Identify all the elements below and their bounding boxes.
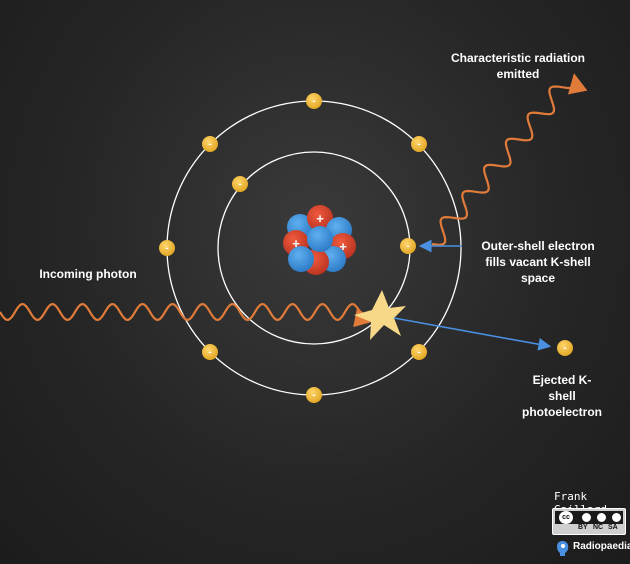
- neutron: [288, 246, 314, 272]
- electron: [411, 136, 427, 152]
- electron-sign: -: [563, 343, 566, 354]
- electron: [202, 136, 218, 152]
- characteristic-radiation-label: Characteristic radiation emitted: [450, 51, 586, 81]
- outer-shell-label: Outer-shell electron fills vacant K-shel…: [481, 239, 595, 285]
- sharealike-icon: [611, 512, 622, 523]
- electron: [232, 176, 248, 192]
- license-tag-nc: NC: [593, 524, 604, 531]
- attribution-icon: [581, 512, 592, 523]
- proton-sign: +: [292, 236, 300, 251]
- license-tag-by: BY: [578, 524, 588, 531]
- electron-sign: -: [312, 96, 315, 107]
- proton-signs: + + +: [292, 211, 347, 254]
- electron-sign: -: [417, 347, 420, 358]
- brand-name[interactable]: Radiopaedia: [573, 541, 630, 552]
- license-tag-sa: SA: [608, 524, 618, 531]
- electron: [306, 387, 322, 403]
- incoming-photon-wave: [0, 302, 375, 328]
- ejection-arrow: [393, 317, 552, 351]
- electron-sign: -: [208, 347, 211, 358]
- electron-signs: - - - - - - - - - -: [165, 96, 566, 401]
- neutron: [307, 226, 333, 252]
- electron-sign: -: [312, 390, 315, 401]
- electron: [159, 240, 175, 256]
- nucleus: [283, 205, 356, 275]
- electron: [202, 344, 218, 360]
- electron-sign: -: [165, 243, 168, 254]
- proton: [307, 205, 333, 231]
- electron-sign: -: [417, 139, 420, 150]
- electron: [400, 238, 416, 254]
- creative-commons-icon[interactable]: cc BY NC SA: [552, 508, 626, 535]
- electron-sign: -: [406, 241, 409, 252]
- proton-sign: +: [316, 211, 324, 226]
- electrons: [159, 93, 573, 403]
- incoming-photon-label: Incoming photon: [39, 267, 137, 281]
- electron: [411, 344, 427, 360]
- radiopaedia-logo-icon: [557, 541, 569, 556]
- electron-sign: -: [208, 139, 211, 150]
- characteristic-radiation-wave: [431, 73, 588, 246]
- noncommercial-icon: [596, 512, 607, 523]
- ejected-electron: [557, 340, 573, 356]
- proton-sign: +: [339, 239, 347, 254]
- star-burst-icon: [354, 290, 406, 340]
- electron-sign: -: [238, 179, 241, 190]
- electron: [306, 93, 322, 109]
- cc-logo: cc: [559, 511, 573, 524]
- ejected-photoelectron-label: Ejected K- shell photoelectron: [522, 373, 602, 419]
